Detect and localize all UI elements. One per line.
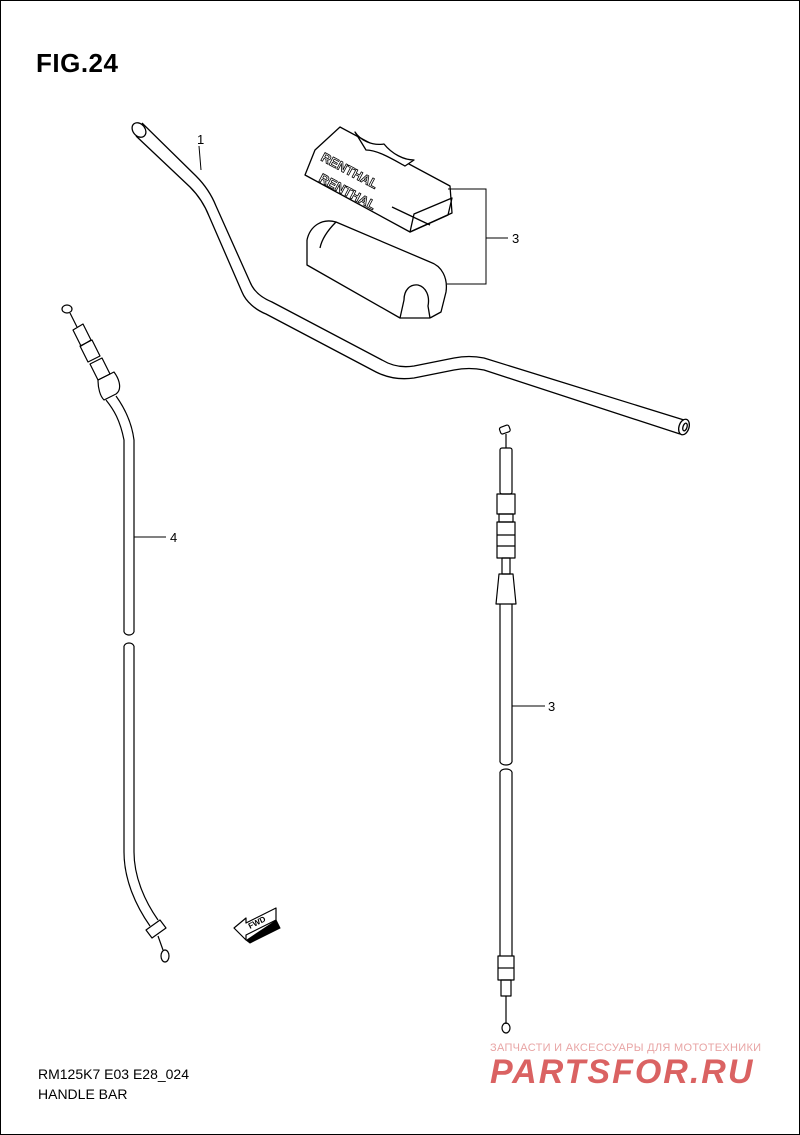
handlebar-part[interactable]	[129, 120, 691, 436]
watermark-tagline: ЗАПЧАСТИ И АКСЕССУАРЫ ДЛЯ МОТОТЕХНИКИ	[490, 1042, 762, 1054]
svg-text:3: 3	[548, 699, 555, 714]
callout-2: 3	[447, 188, 519, 285]
handlebar-pad-cover[interactable]: RENTHAL RENTHAL	[304, 126, 453, 233]
svg-text:4: 4	[170, 530, 177, 545]
clutch-cable-part[interactable]	[61, 304, 170, 963]
model-code: RM125K7 E03 E28_024	[38, 1066, 189, 1082]
throttle-cable-part[interactable]	[495, 424, 517, 1034]
watermark-brand: PARTSFOR.RU	[490, 1053, 755, 1091]
section-name: HANDLE BAR	[38, 1086, 128, 1102]
fwd-arrow-icon: FWD	[233, 907, 281, 944]
handlebar-pad-foam[interactable]	[306, 220, 448, 319]
svg-text:3: 3	[512, 231, 519, 246]
svg-text:1: 1	[197, 132, 204, 147]
callout-4: 4	[134, 530, 177, 545]
callout-1: 1	[197, 132, 204, 171]
figure-title: FIG.24	[36, 48, 119, 78]
callout-3: 3	[512, 699, 555, 714]
